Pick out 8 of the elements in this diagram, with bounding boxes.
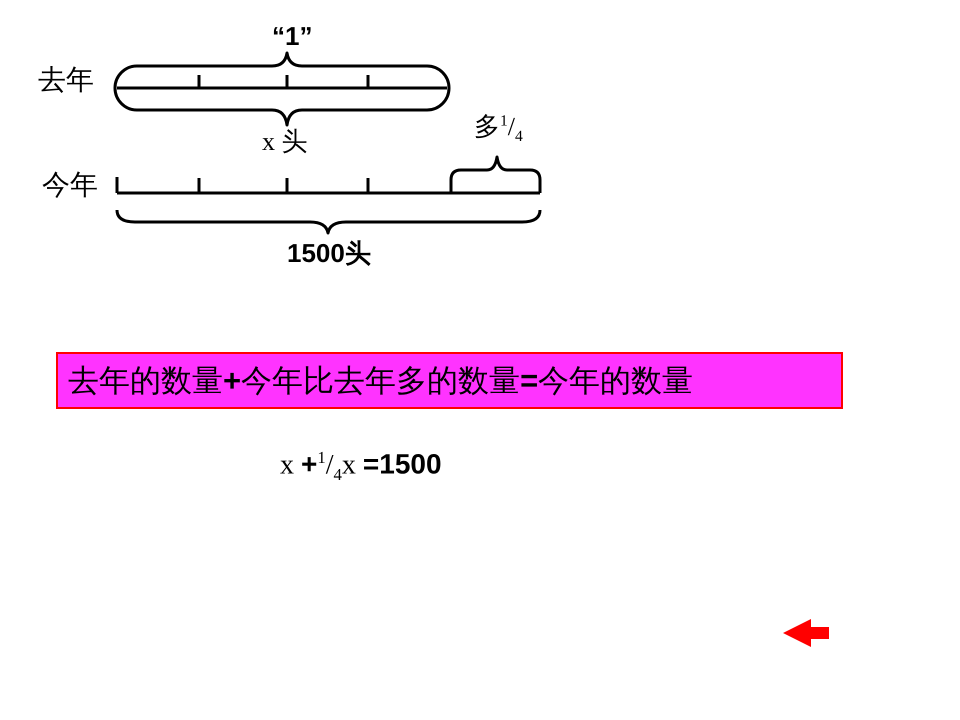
row-label: 今年 xyxy=(42,170,98,202)
equation-text: x +$^{1}$/$_{4}$x =1500 xyxy=(280,448,442,484)
quantity-label: x 头 xyxy=(262,127,308,157)
row-label: 去年 xyxy=(38,65,94,98)
unit-label: “1” xyxy=(272,22,312,52)
fraction-label: 多$^{1}$/$_{4}$ xyxy=(474,112,523,146)
relation-banner: 去年的数量+今年比去年多的数量=今年的数量 xyxy=(56,352,843,409)
total-label: 1500头 xyxy=(287,239,371,269)
